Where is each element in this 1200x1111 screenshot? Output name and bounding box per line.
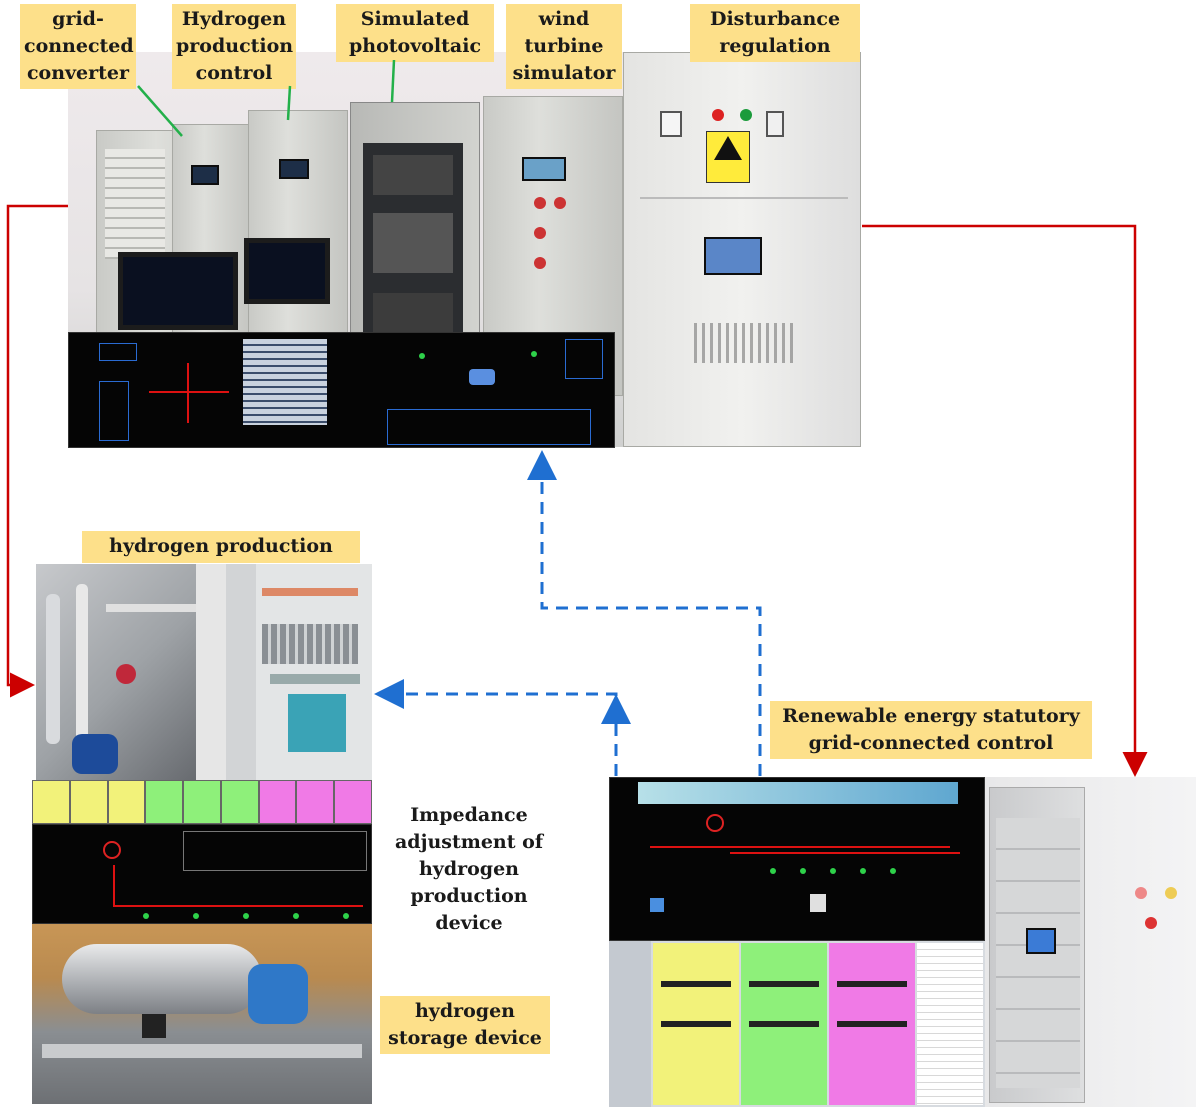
transformer-icon — [288, 694, 346, 752]
label-storage: hydrogen storage device — [380, 996, 550, 1054]
power-line-left — [6, 204, 68, 698]
blue-tank-icon — [248, 964, 308, 1024]
pointer-converter — [137, 85, 183, 137]
scada-screen-top — [68, 332, 615, 448]
status-panel-row — [32, 780, 373, 824]
label-grid-converter: grid- connected converter — [20, 4, 136, 89]
signal-line-to-left — [374, 679, 618, 776]
power-line-right — [862, 224, 1148, 777]
pointer-hydrogen-control — [286, 85, 292, 121]
disturbance-screen-icon — [704, 237, 762, 275]
scada-screen-right — [609, 777, 985, 941]
disturbance-cabinet-icon — [623, 52, 861, 447]
tank-icon — [62, 944, 262, 1014]
label-simulated-pv: Simulated photovoltaic — [336, 4, 494, 62]
control-screen-icon — [279, 159, 309, 179]
wind-screen-icon — [522, 157, 566, 181]
scada-screen-left — [32, 824, 372, 924]
data-table-icon — [243, 339, 327, 425]
control-cabinet-photo — [226, 564, 372, 780]
signal-line-to-top — [527, 450, 762, 776]
label-impedance: Impedance adjustment of hydrogen product… — [394, 804, 543, 934]
pump-icon — [72, 734, 118, 774]
hydrogen-storage-photo — [32, 924, 372, 1104]
pointer-pv — [390, 59, 396, 103]
label-wind-turbine: wind turbine simulator — [506, 4, 622, 89]
control-panel-readouts — [609, 941, 985, 1107]
header-banner — [638, 782, 958, 804]
monitor-icon — [118, 252, 238, 330]
label-disturbance: Disturbance regulation — [690, 4, 860, 62]
label-hydrogen-control: Hydrogen production control — [172, 4, 296, 89]
label-renewable-control: Renewable energy statutory grid-connecte… — [770, 701, 1092, 759]
converter-screen-icon — [191, 165, 219, 185]
grid-control-cabinet-photo — [985, 777, 1196, 1107]
warning-sign-icon — [706, 131, 750, 183]
monitor-icon — [244, 238, 330, 304]
hydrogen-unit-photo — [36, 564, 226, 780]
